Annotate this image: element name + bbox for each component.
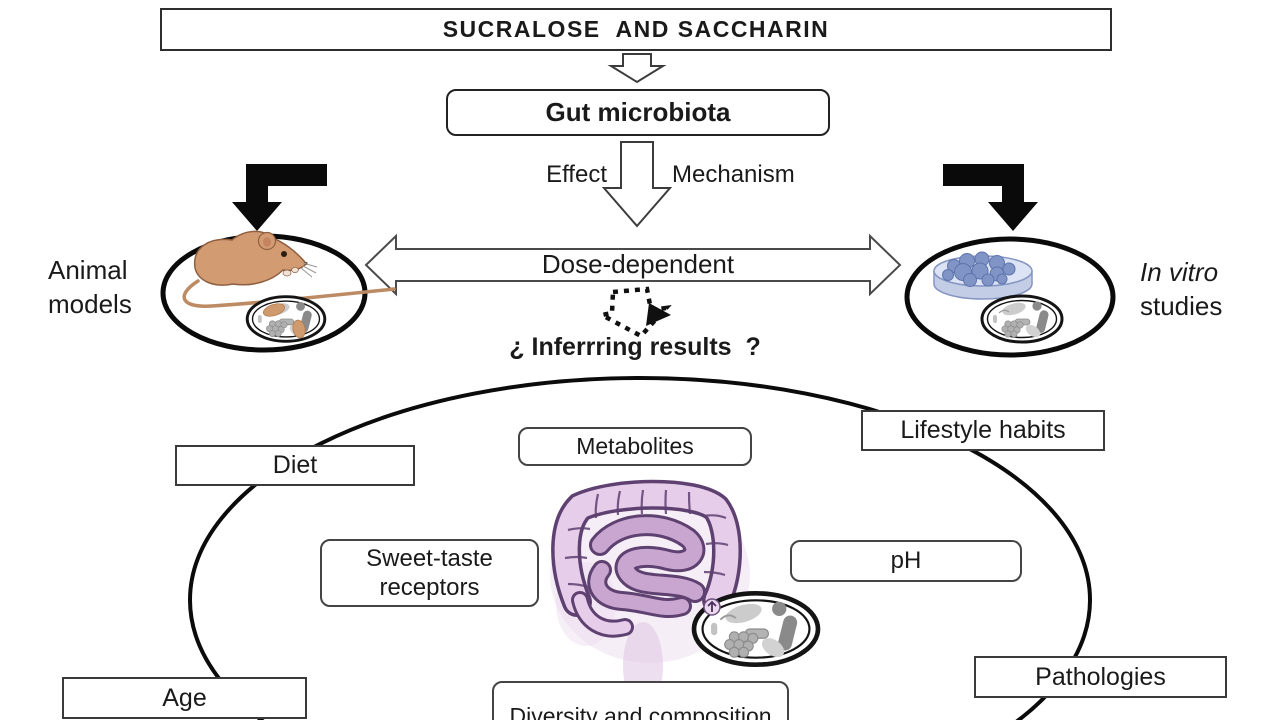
inferring-results-label: ¿ Inferrring results ?	[509, 332, 761, 361]
double-arrow-dose-icon	[364, 233, 902, 297]
factor-box-age: Age	[62, 677, 307, 719]
factor-box-diet: Diet	[175, 445, 415, 486]
factor-box-sweet-taste-receptors: Sweet-taste receptors	[320, 539, 539, 607]
dose-dependent-label: Dose-dependent	[541, 248, 735, 279]
invitro-studies-label: In vitro studies	[1140, 255, 1260, 323]
invitro-illustration	[904, 236, 1116, 358]
elbow-arrow-left-icon	[232, 164, 327, 231]
factor-box-ph: pH	[790, 540, 1022, 582]
mechanism-label: Mechanism	[672, 161, 795, 188]
factor-box-lifestyle-habits: Lifestyle habits	[861, 410, 1105, 451]
factor-box-metabolites: Metabolites	[518, 427, 752, 466]
animal-models-illustration	[160, 230, 396, 353]
mouse-icon	[182, 230, 396, 308]
factor-box-pathologies: Pathologies	[974, 656, 1227, 698]
blue-culture-dish-icon	[933, 251, 1033, 300]
factors-ellipse	[188, 376, 1092, 720]
petri-dish-animal-icon	[245, 295, 327, 343]
down-arrow-top-icon	[607, 53, 667, 84]
title-box: SUCRALOSE AND SACCHARIN	[160, 8, 1112, 51]
petri-dish-invitro-icon	[980, 294, 1064, 344]
invitro-rest-text: studies	[1140, 291, 1223, 321]
elbow-arrow-right-icon	[943, 164, 1038, 231]
gut-microbiota-box: Gut microbiota	[446, 89, 830, 136]
effect-label: Effect	[546, 161, 607, 188]
invitro-italic-text: In vitro	[1140, 257, 1219, 287]
down-arrow-mechanism-icon	[601, 141, 673, 228]
animal-models-label: Animal models	[48, 255, 132, 319]
dotted-arrow-icon	[595, 286, 672, 339]
factor-box-diversity-composition: Diversity and composition	[492, 681, 789, 720]
petri-dish-center-icon	[694, 593, 818, 664]
